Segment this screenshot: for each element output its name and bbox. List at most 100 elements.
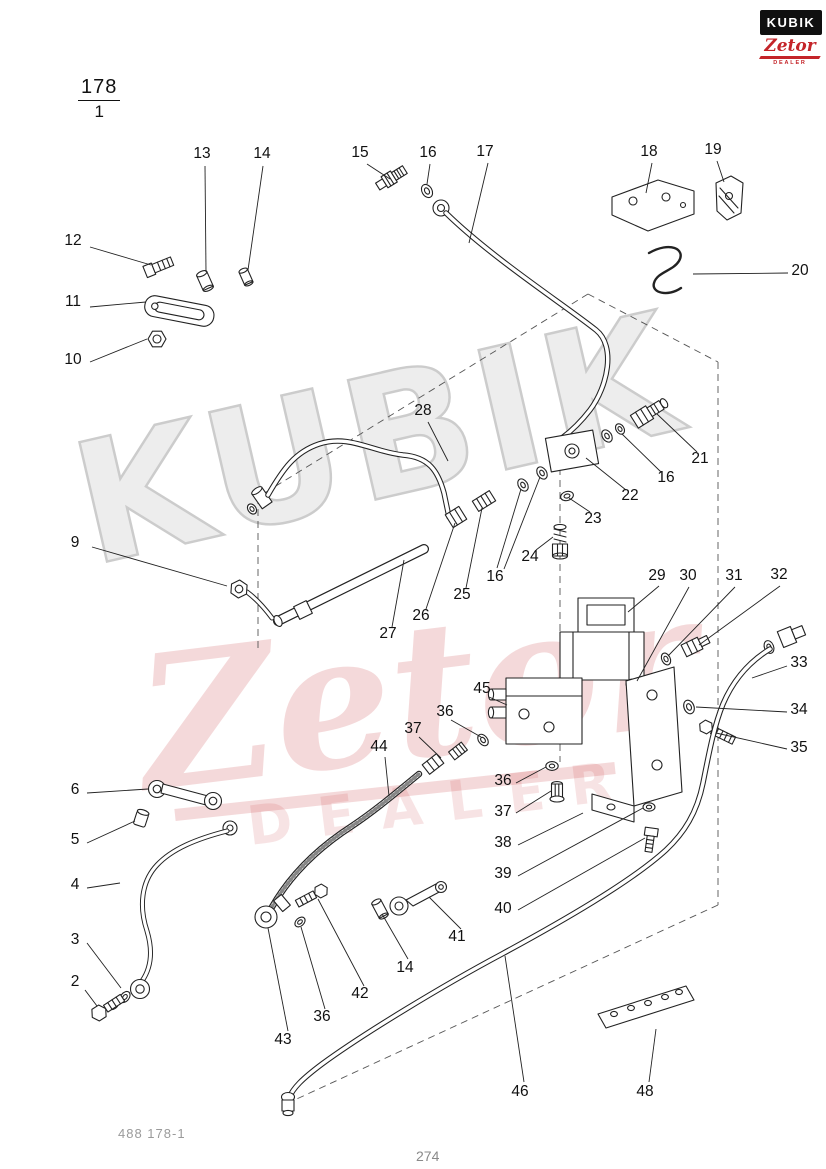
part-40-bolt: [643, 826, 659, 853]
part-9-nut: [230, 579, 275, 621]
part-label-14: 14: [253, 145, 271, 162]
part-33-fitting: [776, 625, 807, 649]
part-label-10: 10: [64, 351, 82, 368]
part-42-bolt: [294, 883, 328, 908]
part-label-24: 24: [521, 548, 539, 565]
part-11-clamp: [144, 295, 215, 327]
part-label-37: 37: [404, 720, 422, 737]
part-label-29: 29: [648, 567, 666, 584]
part-10-nut: [147, 330, 167, 348]
part-label-2: 2: [70, 973, 80, 990]
part-label-38: 38: [494, 834, 512, 851]
part-label-40: 40: [494, 900, 512, 917]
part-20-clip: [647, 245, 683, 295]
part-25-fitting: [471, 490, 497, 512]
part-label-15: 15: [351, 144, 369, 161]
part-fitting-mid: [448, 741, 468, 761]
part-28-pipe: [246, 438, 452, 520]
part-label-9: 9: [70, 534, 80, 551]
part-label-31: 31: [725, 567, 743, 584]
part-36-washer-c: [294, 916, 306, 928]
figure-number: 178 1: [78, 76, 121, 122]
figure-number-top: 178: [78, 76, 121, 101]
part-label-34: 34: [790, 701, 808, 718]
part-43-banjo: [254, 893, 291, 929]
part-label-32: 32: [770, 566, 788, 583]
part-label-22: 22: [621, 487, 639, 504]
part-label-3: 3: [70, 931, 80, 948]
part-label-14: 14: [396, 959, 414, 976]
part-6-link: [147, 779, 223, 811]
part-label-36: 36: [436, 703, 454, 720]
part-banjo-eye-bottom: [129, 978, 151, 1000]
figure-number-bottom: 1: [94, 102, 104, 121]
part-label-48: 48: [636, 1083, 654, 1100]
part-label-13: 13: [193, 145, 211, 162]
part-label-33: 33: [790, 654, 808, 671]
part-label-16: 16: [657, 469, 675, 486]
part-label-41: 41: [448, 928, 466, 945]
part-label-5: 5: [70, 831, 80, 848]
part-label-27: 27: [379, 625, 397, 642]
part-13-spacer: [196, 270, 214, 292]
part-label-4: 4: [70, 876, 80, 893]
part-16-washer-c1: [517, 478, 529, 492]
part-label-20: 20: [791, 262, 809, 279]
part-21-fitting: [629, 398, 669, 429]
part-22-block: [544, 429, 600, 473]
part-label-36: 36: [494, 772, 512, 789]
construction-lines: [257, 293, 719, 1104]
part-label-11: 11: [64, 293, 82, 310]
part-label-37: 37: [494, 803, 512, 820]
part-44-hose: [268, 770, 423, 911]
part-16-washer-top: [420, 183, 434, 199]
part-label-30: 30: [679, 567, 697, 584]
part-label-21: 21: [691, 450, 709, 467]
part-label-46: 46: [511, 1083, 529, 1100]
leader-lines: [84, 160, 789, 1083]
footer-code: 488 178-1: [118, 1126, 186, 1141]
part-label-12: 12: [64, 232, 82, 249]
part-37-fitting-a: [421, 753, 445, 775]
part-label-23: 23: [584, 510, 602, 527]
part-label-16: 16: [419, 144, 437, 161]
zetor-underline: [759, 56, 821, 59]
part-48-strip: [597, 985, 695, 1029]
part-label-19: 19: [704, 141, 722, 158]
part-12-bolt: [142, 256, 175, 279]
page-number: 274: [416, 1148, 440, 1164]
parts-artwork: [91, 165, 807, 1117]
part-4-pipe: [139, 820, 238, 984]
part-label-6: 6: [70, 781, 80, 798]
part-16-washer-b1: [601, 429, 613, 443]
part-27-tube: [273, 544, 429, 627]
part-18-bracket: [611, 179, 695, 232]
part-19-bracket: [715, 175, 744, 221]
part-16-washer-b2: [614, 423, 626, 435]
part-41-link: [389, 880, 448, 916]
zetor-logo-text: Zetor: [764, 36, 816, 56]
zetor-logo-subtext: DEALER: [773, 59, 807, 66]
part-label-45: 45: [473, 680, 491, 697]
part-36-washer-b: [545, 761, 559, 771]
part-label-16: 16: [486, 568, 504, 585]
part-label-26: 26: [412, 607, 430, 624]
part-2-bolt: [91, 993, 126, 1022]
part-label-36: 36: [313, 1008, 331, 1025]
part-label-44: 44: [370, 738, 388, 755]
part-37-plug-b: [549, 781, 565, 803]
part-label-42: 42: [351, 985, 369, 1002]
zetor-logo: Zetor DEALER: [757, 38, 823, 66]
part-26-fitting: [444, 505, 468, 529]
part-label-28: 28: [414, 402, 432, 419]
part-29-solenoid-valve: [505, 597, 645, 745]
part-bracket-valve: [591, 666, 683, 823]
part-16-washer-c2: [536, 466, 548, 480]
part-14-spacer-b: [371, 898, 389, 920]
part-15-fitting: [375, 165, 408, 191]
part-14-spacer: [238, 267, 254, 287]
part-label-17: 17: [476, 143, 494, 160]
